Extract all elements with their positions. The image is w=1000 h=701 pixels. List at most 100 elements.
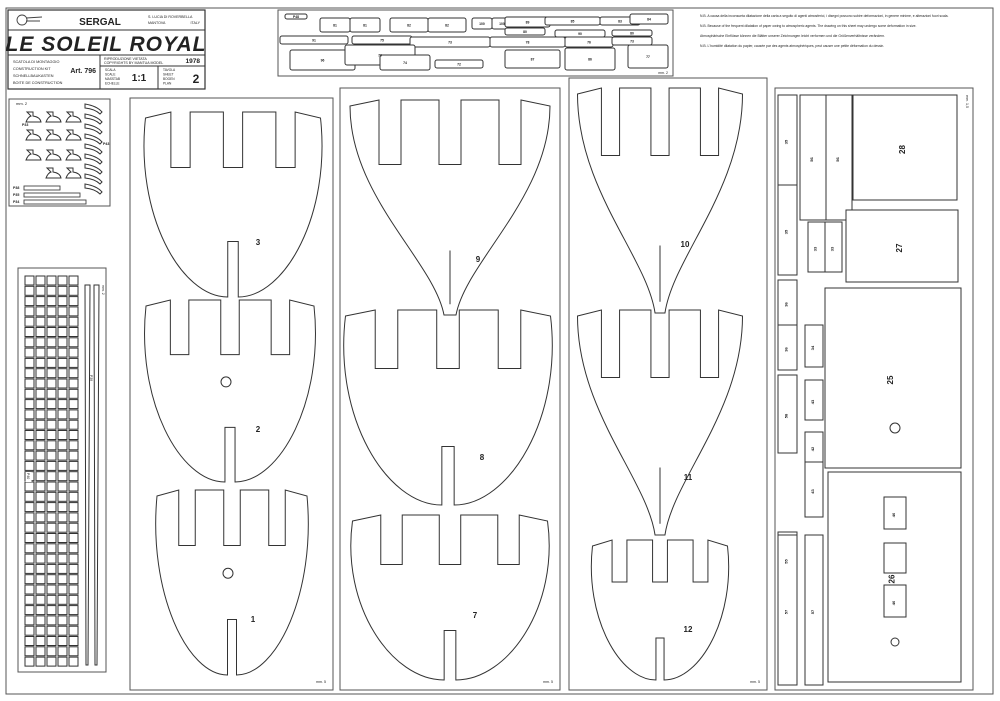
small-piece xyxy=(35,656,46,667)
knee-piece xyxy=(45,149,62,161)
scale-label: SCALA xyxy=(105,68,116,72)
small-piece xyxy=(68,636,79,646)
small-piece xyxy=(35,316,46,327)
hull-frame xyxy=(144,299,316,483)
small-piece xyxy=(35,594,46,605)
small-piece xyxy=(68,594,79,605)
deck-piece xyxy=(777,324,798,371)
small-piece xyxy=(24,512,35,523)
small-piece xyxy=(46,357,57,368)
small-piece xyxy=(68,543,79,554)
part-label: 81 xyxy=(363,24,367,28)
hull-frame xyxy=(350,514,550,681)
small-piece xyxy=(46,430,57,440)
small-piece xyxy=(35,625,46,636)
knee-piece xyxy=(45,167,62,179)
small-piece xyxy=(35,337,46,348)
part-label: 84 xyxy=(647,18,651,22)
small-piece xyxy=(35,388,46,399)
small-piece xyxy=(24,316,35,327)
small-piece xyxy=(46,615,57,626)
small-piece xyxy=(24,656,35,667)
part-label: 77 xyxy=(646,55,650,59)
small-piece xyxy=(57,419,68,430)
strip-piece xyxy=(611,29,653,37)
part-label: 25 xyxy=(886,375,895,384)
small-piece xyxy=(46,471,57,482)
part-label: 26 xyxy=(888,574,897,583)
small-piece xyxy=(68,625,79,636)
small-piece xyxy=(57,409,68,420)
deck-piece xyxy=(777,374,798,454)
curved-piece xyxy=(84,103,103,115)
small-piece xyxy=(24,481,35,492)
small-piece xyxy=(68,368,79,379)
part-label: 73 xyxy=(448,41,452,45)
part-label: 79 xyxy=(378,54,382,58)
kit-label: CONSTRUCTION KIT xyxy=(13,67,51,71)
hull-frame xyxy=(576,87,744,314)
small-piece xyxy=(24,378,35,389)
small-piece xyxy=(68,285,79,296)
small-piece xyxy=(24,430,35,440)
small-piece xyxy=(24,460,35,471)
small-piece xyxy=(46,512,57,523)
part-label: 86 xyxy=(588,58,592,62)
part-label: 57 xyxy=(810,609,815,614)
small-piece xyxy=(46,553,57,564)
small-piece xyxy=(46,337,57,348)
small-piece xyxy=(68,471,79,482)
small-piece xyxy=(46,625,57,636)
part-label: 12 xyxy=(684,625,693,634)
part-label: 74 xyxy=(403,61,407,65)
part-label: 35 xyxy=(784,229,789,234)
small-piece xyxy=(68,399,79,410)
hole xyxy=(222,567,234,579)
deck-piece xyxy=(804,379,824,421)
small-piece xyxy=(24,491,35,502)
hull-frame xyxy=(343,309,553,506)
small-piece xyxy=(46,327,57,337)
small-piece xyxy=(57,388,68,399)
tapered-strip xyxy=(84,284,91,666)
part-label: P43 xyxy=(103,142,109,146)
small-piece xyxy=(68,491,79,502)
small-piece xyxy=(68,460,79,471)
knee-piece xyxy=(25,129,42,141)
small-piece xyxy=(35,399,46,410)
part-label: 33 xyxy=(813,246,818,251)
small-piece xyxy=(68,357,79,368)
small-piece xyxy=(68,605,79,616)
part-label: 87 xyxy=(531,58,535,62)
deck-piece xyxy=(824,287,962,469)
small-piece xyxy=(24,615,35,626)
part-label: 82 xyxy=(445,24,449,28)
small-piece xyxy=(24,563,35,574)
model-name: LE SOLEIL ROYAL xyxy=(6,33,207,56)
brand-name: SERGAL xyxy=(79,17,121,28)
small-piece xyxy=(35,460,46,471)
tapered-strip xyxy=(93,284,100,666)
small-piece xyxy=(68,347,79,358)
small-piece xyxy=(24,368,35,379)
small-piece xyxy=(46,450,57,461)
part-label: P34 xyxy=(13,200,19,204)
small-piece xyxy=(24,605,35,616)
sheet-number: 2 xyxy=(193,72,200,86)
small-piece xyxy=(24,502,35,513)
sheet-label: BOGEN xyxy=(163,77,175,81)
small-piece xyxy=(46,296,57,307)
small-piece xyxy=(46,378,57,389)
small-piece xyxy=(68,296,79,307)
part-label: P40 xyxy=(26,473,30,479)
small-piece xyxy=(57,522,68,533)
small-piece xyxy=(68,502,79,513)
copyright-line: COPYRIGHTS BY MANTUA MODEL xyxy=(104,61,163,65)
small-piece xyxy=(68,337,79,348)
curved-piece xyxy=(84,113,103,125)
thickness-label: mm. 2 xyxy=(16,101,28,106)
small-piece xyxy=(35,481,46,492)
